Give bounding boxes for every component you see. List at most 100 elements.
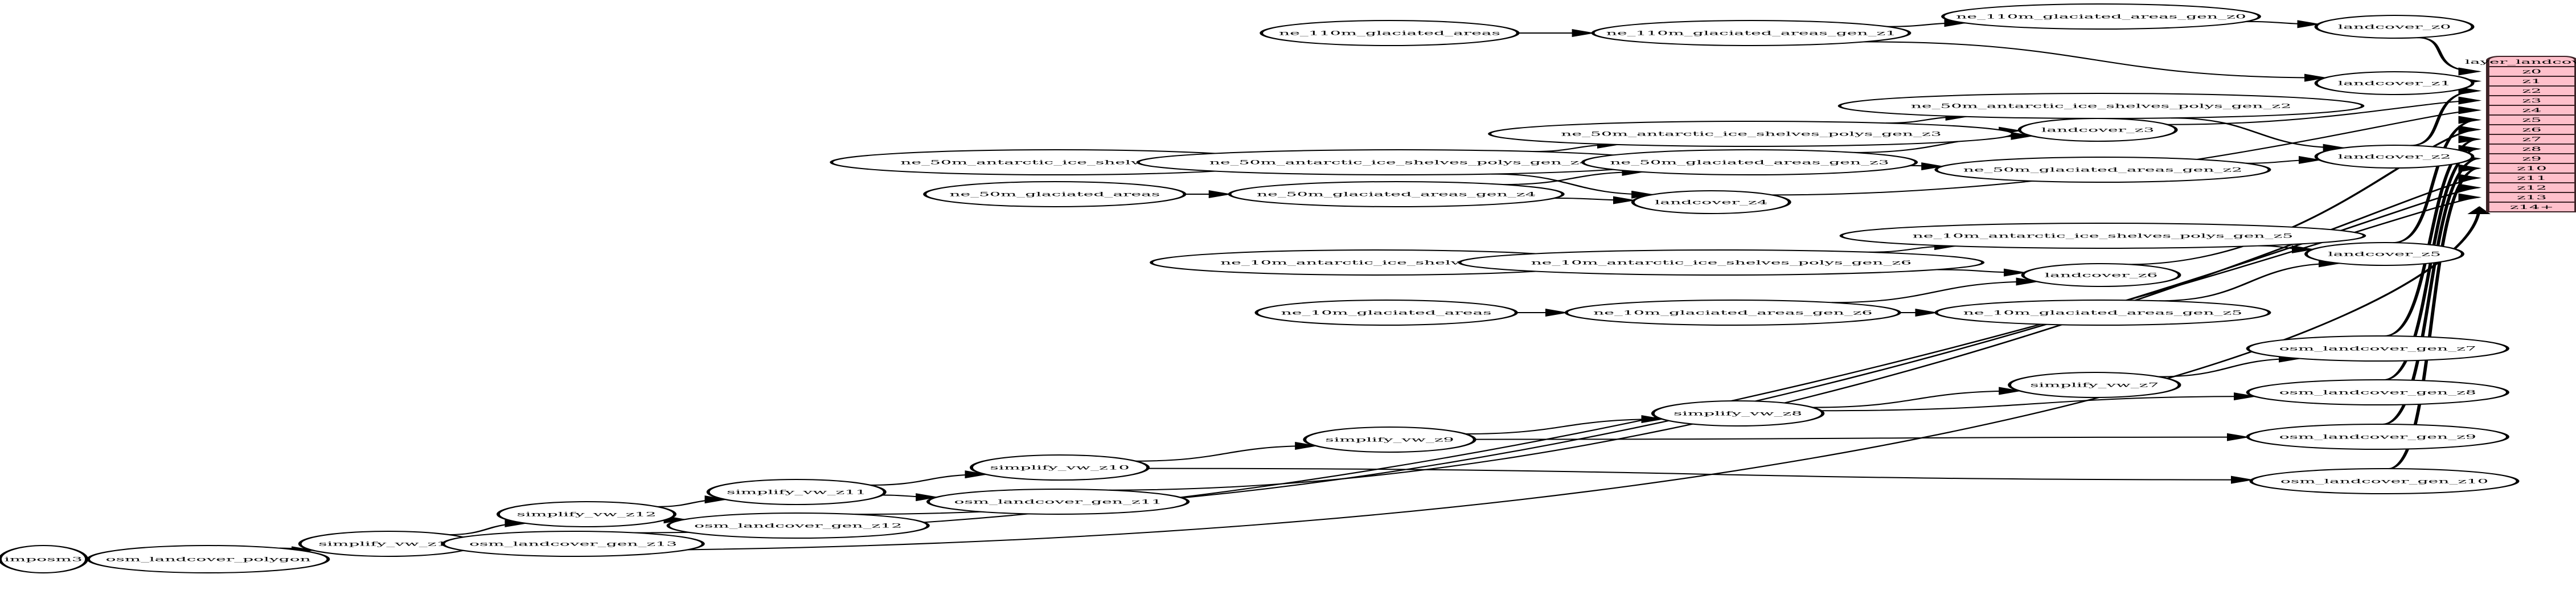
node-shape xyxy=(1260,20,1520,46)
node-label: ne_10m_antarctic_ice_shelves_polys xyxy=(1220,260,1532,266)
node-shape xyxy=(1254,300,1518,326)
node-shape xyxy=(1564,300,1901,326)
table-row-label: z13 xyxy=(2517,194,2547,200)
table-row-z14+[interactable] xyxy=(2485,202,2576,212)
edge-ne_110m_glaciated_areas_gen_z0--to--landcover_z0 xyxy=(2246,20,2321,28)
node-simplify_vw_z7[interactable]: simplify_vw_z7 xyxy=(2008,372,2181,398)
node-label: landcover_z2 xyxy=(2338,154,2451,161)
node-label: osm_landcover_gen_z12 xyxy=(694,523,902,530)
edge-simplify_vw_z11--to--osm_landcover_gen_z11 xyxy=(881,493,940,502)
node-osm_landcover_gen_z11[interactable]: osm_landcover_gen_z11 xyxy=(926,489,1190,515)
node-ne_110m_glaciated_areas[interactable]: ne_110m_glaciated_areas xyxy=(1260,20,1520,46)
node-label: imposm3 xyxy=(4,556,83,563)
node-ne_10m_antarctic_ice_shelves_polys_gen_z5[interactable]: ne_10m_antarctic_ice_shelves_polys_gen_z… xyxy=(1839,223,2366,249)
node-ne_50m_antarctic_ice_shelves_polys_gen_z3[interactable]: ne_50m_antarctic_ice_shelves_polys_gen_z… xyxy=(1488,121,2015,147)
node-label: ne_10m_antarctic_ice_shelves_polys_gen_z… xyxy=(1913,233,2294,240)
node-label: osm_landcover_gen_z9 xyxy=(2279,434,2476,441)
node-landcover_z6[interactable]: landcover_z6 xyxy=(2021,263,2181,287)
table-row-label: z4 xyxy=(2522,107,2541,113)
node-ne_110m_glaciated_areas_gen_z0[interactable]: ne_110m_glaciated_areas_gen_z0 xyxy=(1941,3,2261,30)
table-row-label: z3 xyxy=(2522,97,2541,104)
node-shape xyxy=(2314,145,2475,169)
node-shape xyxy=(2017,118,2178,142)
node-osm_landcover_gen_z12[interactable]: osm_landcover_gen_z12 xyxy=(666,512,930,539)
node-ne_10m_glaciated_areas_gen_z5[interactable]: ne_10m_glaciated_areas_gen_z5 xyxy=(1934,300,2271,326)
table-row-label: z8 xyxy=(2522,146,2541,152)
table-row-label: z7 xyxy=(2522,136,2541,142)
node-shape xyxy=(926,489,1190,515)
node-osm_landcover_gen_z13[interactable]: osm_landcover_gen_z13 xyxy=(441,531,705,557)
edge-ne_50m_antarctic_ice_shelves_polys_gen_z3--to--ne_50m_antarctic_ice_shelves_polys_gen_z2 xyxy=(1886,112,1969,124)
node-osm_landcover_gen_z8[interactable]: osm_landcover_gen_z8 xyxy=(2246,379,2509,405)
node-label: ne_50m_glaciated_areas_gen_z2 xyxy=(1963,167,2242,174)
table-row-label: z14+ xyxy=(2510,204,2554,210)
edge-ne_50m_antarctic_ice_shelves_polys_gen_z2--to--landcover_z2 xyxy=(2171,117,2347,152)
edge-simplify_vw_z10--to--simplify_vw_z9 xyxy=(1135,441,1319,462)
node-simplify_vw_z8[interactable]: simplify_vw_z8 xyxy=(1651,400,1825,427)
node-landcover_z2[interactable]: landcover_z2 xyxy=(2314,145,2475,169)
node-ne_50m_glaciated_areas_gen_z3[interactable]: ne_50m_glaciated_areas_gen_z3 xyxy=(1581,149,1918,175)
node-imposm3[interactable]: imposm3 xyxy=(0,545,89,573)
node-simplify_vw_z12[interactable]: simplify_vw_z12 xyxy=(497,501,677,527)
edge-simplify_vw_z12--to--simplify_vw_z11 xyxy=(657,495,728,507)
edge-simplify_vw_z11--to--simplify_vw_z10 xyxy=(870,470,988,486)
node-shape xyxy=(1228,181,1565,207)
node-osm_landcover_gen_z7[interactable]: osm_landcover_gen_z7 xyxy=(2246,335,2509,362)
node-shape xyxy=(2304,242,2464,266)
table-row-label: z2 xyxy=(2522,88,2541,94)
layer-landcover-table[interactable]: layer_landcoverz0z1z2z3z4z5z6z7z8z9z10z1… xyxy=(2465,56,2576,212)
node-landcover_z0[interactable]: landcover_z0 xyxy=(2314,15,2475,39)
node-label: ne_50m_antarctic_ice_shelves_polys_gen_z… xyxy=(1561,131,1942,138)
node-label: simplify_vw_z10 xyxy=(990,465,1130,471)
node-label: simplify_vw_z8 xyxy=(1673,411,1802,417)
node-landcover_z5[interactable]: landcover_z5 xyxy=(2304,242,2464,266)
node-label: osm_landcover_gen_z10 xyxy=(2280,478,2488,485)
table-row-label: z10 xyxy=(2517,165,2547,171)
node-label: ne_110m_glaciated_areas_gen_z1 xyxy=(1606,30,1896,37)
node-ne_50m_glaciated_areas_gen_z2[interactable]: ne_50m_glaciated_areas_gen_z2 xyxy=(1934,157,2271,183)
node-shape xyxy=(2249,468,2520,494)
edge-landcover_z0--to--layer_landcover_z0 xyxy=(2417,37,2482,76)
node-ne_10m_glaciated_areas_gen_z6[interactable]: ne_10m_glaciated_areas_gen_z6 xyxy=(1564,300,1901,326)
edge-ne_10m_antarctic_ice_shelves_polys_gen_z6--to--landcover_z6 xyxy=(1937,268,2027,277)
node-label: ne_10m_glaciated_areas xyxy=(1281,310,1492,317)
edge-osm_landcover_gen_z11--to--layer_landcover_z11 xyxy=(1109,174,2482,491)
node-shape xyxy=(497,501,677,527)
node-simplify_vw_z9[interactable]: simplify_vw_z9 xyxy=(1303,427,1476,453)
node-label: ne_10m_antarctic_ice_shelves_polys_gen_z… xyxy=(1531,260,1912,266)
node-simplify_vw_z11[interactable]: simplify_vw_z11 xyxy=(706,479,887,505)
edge-osm_landcover_gen_z12--to--layer_landcover_z12 xyxy=(854,183,2482,515)
node-shape xyxy=(2246,424,2509,450)
node-ne_50m_glaciated_areas[interactable]: ne_50m_glaciated_areas xyxy=(923,181,1187,207)
node-shape xyxy=(1631,190,1791,214)
node-label: simplify_vw_z11 xyxy=(727,489,866,496)
node-ne_50m_antarctic_ice_shelves_polys_gen_z2[interactable]: ne_50m_antarctic_ice_shelves_polys_gen_z… xyxy=(1837,93,2365,119)
edge-landcover_z5--to--layer_landcover_z5 xyxy=(2393,116,2482,244)
node-shape xyxy=(666,512,930,539)
node-label: ne_50m_glaciated_areas xyxy=(949,191,1160,198)
node-simplify_vw_z10[interactable]: simplify_vw_z10 xyxy=(970,454,1150,481)
node-label: ne_10m_glaciated_areas_gen_z5 xyxy=(1963,310,2242,317)
edge-ne_50m_antarctic_ice_shelves_polys_gen_z4--to--landcover_z4 xyxy=(1491,173,1655,199)
node-label: ne_50m_antarctic_ice_shelves_polys_gen_z… xyxy=(1209,159,1590,166)
node-ne_50m_glaciated_areas_gen_z4[interactable]: ne_50m_glaciated_areas_gen_z4 xyxy=(1228,181,1565,207)
node-landcover_z4[interactable]: landcover_z4 xyxy=(1631,190,1791,214)
node-osm_landcover_gen_z10[interactable]: osm_landcover_gen_z10 xyxy=(2249,468,2520,494)
edge-ne_10m_antarctic_ice_shelves_polys_gen_z6--to--ne_10m_antarctic_ice_shelves_polys_gen_z5 xyxy=(1868,242,1958,253)
node-ne_10m_glaciated_areas[interactable]: ne_10m_glaciated_areas xyxy=(1254,300,1518,326)
edge-simplify_vw_z10--to--osm_landcover_gen_z10 xyxy=(1147,468,2254,484)
node-shape xyxy=(2246,335,2509,362)
node-landcover_z1[interactable]: landcover_z1 xyxy=(2314,71,2475,95)
node-osm_landcover_polygon[interactable]: osm_landcover_polygon xyxy=(87,545,330,573)
node-osm_landcover_gen_z9[interactable]: osm_landcover_gen_z9 xyxy=(2246,424,2509,450)
node-shape xyxy=(2314,71,2475,95)
node-label: landcover_z1 xyxy=(2338,80,2451,87)
node-ne_110m_glaciated_areas_gen_z1[interactable]: ne_110m_glaciated_areas_gen_z1 xyxy=(1591,20,1912,46)
node-landcover_z3[interactable]: landcover_z3 xyxy=(2017,118,2178,142)
node-shape xyxy=(1488,121,2015,147)
edge-landcover_z2--to--layer_landcover_z2 xyxy=(2410,87,2482,146)
node-ne_10m_antarctic_ice_shelves_polys_gen_z6[interactable]: ne_10m_antarctic_ice_shelves_polys_gen_z… xyxy=(1458,249,1985,276)
edge-ne_50m_glaciated_areas_gen_z4--to--landcover_z4 xyxy=(1554,196,1636,204)
